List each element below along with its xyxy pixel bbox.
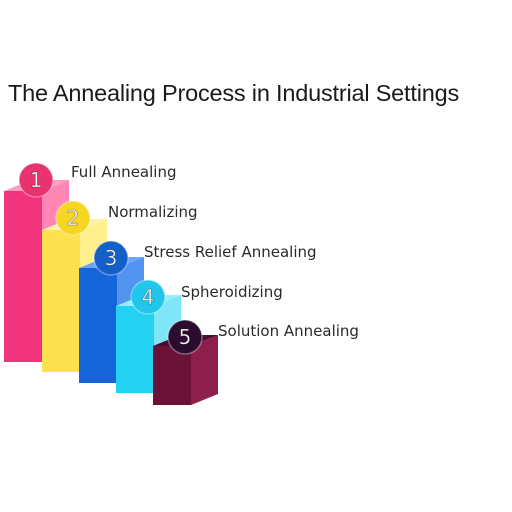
step-number-badge-2: 2 [55, 200, 91, 236]
step-number-1: 1 [30, 168, 43, 192]
step-number-4: 4 [142, 285, 155, 309]
step-number-badge-5: 5 [167, 319, 203, 355]
step-number-2: 2 [67, 206, 80, 230]
step-number-5: 5 [179, 325, 192, 349]
step-label-2: Normalizing [108, 203, 198, 221]
step-block-5 [153, 335, 218, 405]
step-number-badge-4: 4 [130, 279, 166, 315]
step-label-1: Full Annealing [71, 163, 177, 181]
step-label-4: Spheroidizing [181, 283, 283, 301]
step-number-badge-1: 1 [18, 162, 54, 198]
step-number-badge-3: 3 [93, 240, 129, 276]
step-label-3: Stress Relief Annealing [144, 243, 317, 261]
step-number-3: 3 [105, 246, 118, 270]
diagram-title: The Annealing Process in Industrial Sett… [8, 80, 460, 106]
step-label-5: Solution Annealing [218, 322, 359, 340]
